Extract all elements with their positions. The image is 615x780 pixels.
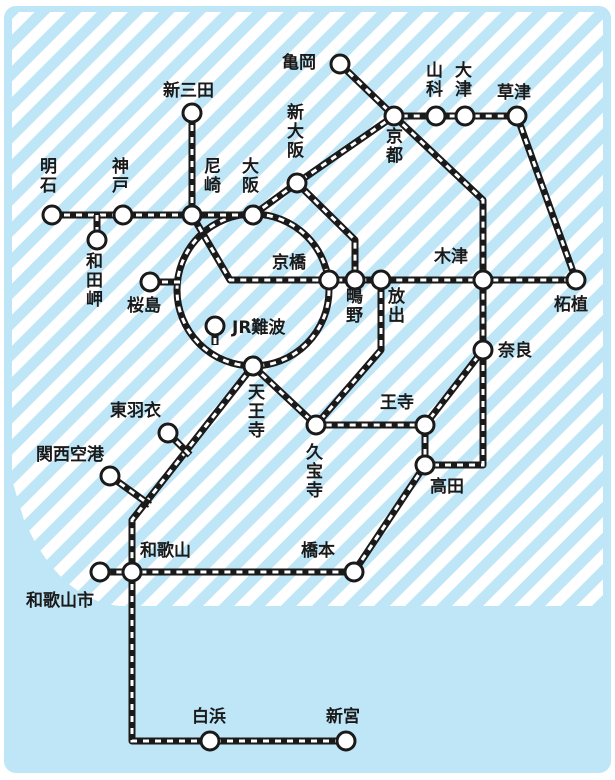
label-hashimoto: 橋本 — [301, 540, 335, 561]
label-wakayama: 和歌山 — [140, 540, 191, 561]
label-kusatsu: 草津 — [497, 82, 531, 103]
station-kyobashi[interactable] — [318, 269, 340, 291]
station-hashimoto[interactable] — [343, 561, 365, 583]
label-kyobashi: 京橋 — [272, 252, 307, 273]
label-kizu: 木津 — [433, 246, 468, 267]
label-nara: 奈良 — [497, 340, 532, 361]
station-tennoji[interactable] — [242, 355, 264, 377]
track-tokaido-dash — [252, 114, 517, 217]
label-kyoto: 京都 — [385, 126, 403, 166]
label-wakayamashi: 和歌山市 — [26, 590, 94, 611]
label-shirahama: 白浜 — [192, 706, 226, 727]
label-shinsanda: 新三田 — [163, 80, 214, 101]
station-akashi[interactable] — [41, 204, 63, 226]
station-oji[interactable] — [414, 414, 436, 436]
station-takada[interactable] — [414, 454, 436, 476]
track-gakkentoshi-base — [188, 114, 580, 284]
label-sakurajima: 桜島 — [127, 295, 161, 316]
label-jr-namba: JR難波 — [231, 317, 286, 338]
track-wakayama-line-dash — [100, 464, 427, 574]
label-otsu: 大津 — [455, 60, 472, 100]
label-yamashina: 山科 — [426, 61, 443, 100]
station-markers — [41, 53, 587, 752]
label-higashihagoromo: 東羽衣 — [110, 400, 161, 421]
station-shinsanda[interactable] — [181, 102, 203, 124]
station-higashihagoromo[interactable] — [157, 422, 179, 444]
label-shinosaka: 新大阪 — [287, 102, 304, 161]
station-labels: 亀岡 山科 大津 草津 新三田 新大阪 京都 明石 神戸 尼崎 大阪 和田岬 桜… — [26, 52, 588, 727]
station-kameoka[interactable] — [329, 53, 351, 75]
station-kansai[interactable] — [99, 465, 121, 487]
label-kansai-airport: 関西空港 — [36, 444, 105, 465]
label-tsuge: 柘植 — [554, 294, 588, 315]
station-sakurajima[interactable] — [139, 271, 161, 293]
label-shigino: 鴫野 — [346, 286, 363, 326]
station-wakayama[interactable] — [121, 561, 143, 583]
station-jrnamba[interactable] — [204, 315, 226, 337]
station-kizu[interactable] — [472, 269, 494, 291]
track-osaka-higashi-dash — [295, 181, 357, 280]
track-yamatoji-dash — [251, 349, 485, 427]
land-area — [12, 12, 603, 606]
station-amagasaki[interactable] — [181, 204, 203, 226]
station-kyoto[interactable] — [383, 105, 405, 127]
station-wakayamashi[interactable] — [89, 561, 111, 583]
label-hanaten: 放出 — [387, 286, 406, 326]
station-shingu[interactable] — [335, 730, 357, 752]
label-akashi: 明石 — [39, 157, 57, 196]
label-kobe: 神戸 — [112, 156, 129, 196]
station-kusatsu[interactable] — [506, 105, 528, 127]
track-sakurai-base — [421, 350, 487, 469]
label-shingu: 新宮 — [326, 706, 360, 727]
station-wadamisaki[interactable] — [86, 229, 108, 251]
track-hanwa-dash — [130, 365, 255, 572]
label-oji: 王寺 — [380, 392, 414, 413]
label-kudara: 久宝寺 — [306, 442, 323, 501]
station-hanaten[interactable] — [370, 269, 392, 291]
station-yamashina[interactable] — [425, 105, 447, 127]
station-tsuge[interactable] — [565, 269, 587, 291]
label-amagasaki: 尼崎 — [204, 157, 221, 196]
label-wadamisaki: 和田岬 — [86, 252, 103, 310]
track-sagano-dash — [338, 62, 396, 118]
station-otsu[interactable] — [454, 105, 476, 127]
track-katamachi-south-dash — [314, 280, 383, 426]
track-nara-line-dash — [392, 114, 485, 350]
label-takada: 高田 — [430, 476, 464, 497]
track-kansai-airport-dash — [109, 474, 151, 507]
station-shigino[interactable] — [344, 269, 366, 291]
label-osaka: 大阪 — [242, 156, 259, 196]
station-kobe[interactable] — [112, 204, 134, 226]
station-kudara[interactable] — [305, 414, 327, 436]
station-osaka[interactable] — [242, 204, 264, 226]
label-kameoka: 亀岡 — [282, 52, 316, 73]
track-kisei-dash — [130, 572, 346, 743]
label-tennoji: 天王寺 — [248, 383, 266, 441]
station-shirahama[interactable] — [199, 730, 221, 752]
station-nara[interactable] — [472, 339, 494, 361]
station-shinosaka[interactable] — [286, 172, 308, 194]
